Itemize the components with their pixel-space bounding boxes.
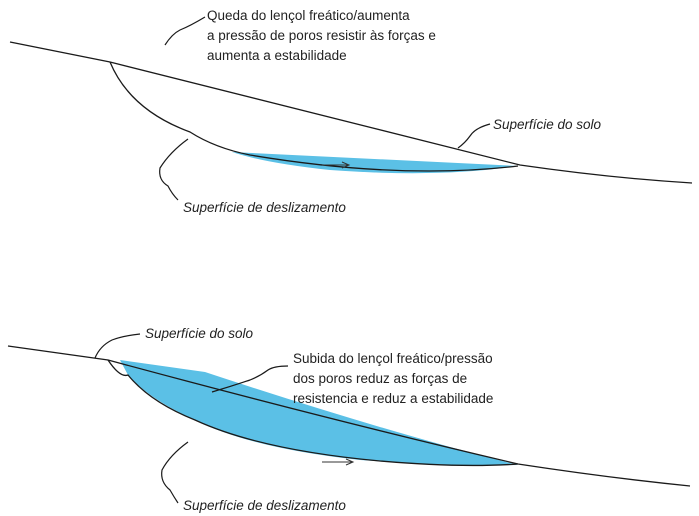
bottom-ground-surface-label: Superfície do solo bbox=[145, 326, 254, 341]
top-ground-surface-line bbox=[9, 41, 693, 184]
bottom-slip-surface-line bbox=[107, 359, 519, 467]
top-ground-surface-label: Superfície do solo bbox=[493, 117, 602, 132]
bottom-ground-surface-line bbox=[7, 345, 691, 487]
bottom-water-body bbox=[120, 360, 518, 466]
bottom-panel: Superfície do solo Subida do lençol freá… bbox=[7, 326, 691, 513]
bottom-slip-label-leader bbox=[161, 441, 189, 504]
bottom-ground-label-leader bbox=[94, 333, 141, 359]
bottom-annotation-leader bbox=[211, 365, 289, 393]
top-panel: Queda do lençol freático/aumenta a press… bbox=[9, 8, 693, 215]
top-slip-surface-label: Superfície de deslizamento bbox=[183, 200, 346, 215]
bottom-flow-arrow bbox=[322, 458, 355, 466]
top-ground-label-leader bbox=[457, 123, 491, 149]
top-annotation-line-1: Queda do lençol freático/aumenta bbox=[207, 8, 410, 23]
bottom-annotation-line-2: dos poros reduz as forças de bbox=[293, 371, 467, 386]
top-annotation-line-3: aumenta a estabilidade bbox=[207, 48, 347, 63]
bottom-annotation-line-3: resistencia e reduz a estabilidade bbox=[293, 391, 493, 406]
bottom-slip-surface-label: Superfície de deslizamento bbox=[183, 498, 346, 513]
top-slip-surface-line bbox=[109, 61, 519, 172]
top-annotation-line-2: a pressão de poros resistir às forças e bbox=[207, 28, 436, 43]
top-water-lens bbox=[232, 152, 518, 174]
top-annotation-leader bbox=[164, 16, 206, 46]
bottom-annotation-line-1: Subida do lençol freático/pressão bbox=[293, 351, 493, 366]
top-flow-arrow bbox=[322, 161, 351, 169]
top-slip-label-leader bbox=[159, 138, 189, 201]
